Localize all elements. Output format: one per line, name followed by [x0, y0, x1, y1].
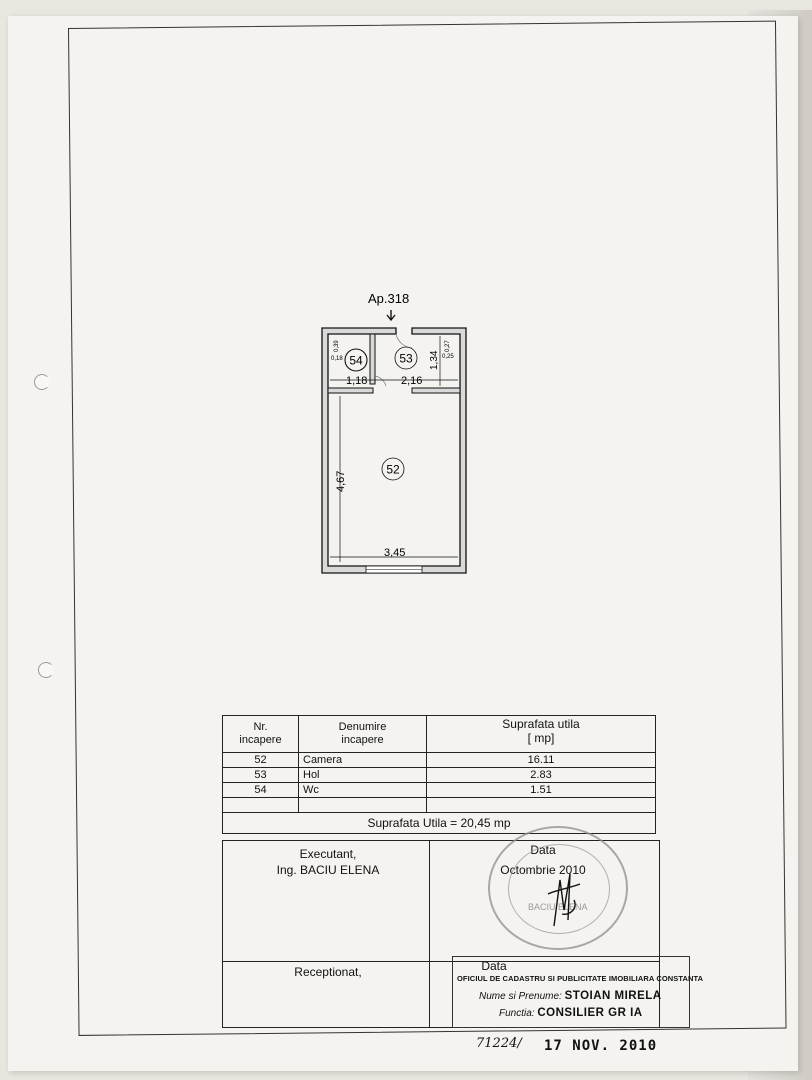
document-page	[8, 16, 798, 1071]
dimension-label: 2,16	[401, 375, 422, 387]
stamp-person-name: STOIAN MIRELA	[564, 990, 662, 1002]
dimension-label: 0,39	[334, 340, 340, 352]
total-row: Suprafata Utila = 20,45 mp	[222, 812, 656, 834]
room-number-53: 53	[399, 352, 413, 366]
partition-wall	[411, 387, 461, 394]
outer-walls	[321, 327, 467, 574]
total-area: Suprafata Utila = 20,45 mp	[222, 812, 656, 834]
room-number-54: 54	[349, 354, 363, 368]
room-marker-53	[394, 346, 418, 370]
date-stamp: 17 NOV. 2010	[544, 1038, 658, 1054]
dimension-label: 3,45	[384, 547, 405, 559]
room-marker-52	[381, 457, 405, 481]
office-stamp: OFICIUL DE CADASTRU SI PUBLICITATE IMOBI…	[452, 956, 703, 1028]
partition-wall	[327, 387, 374, 394]
punch-hole	[38, 662, 54, 678]
executant-label: Executant,	[299, 847, 357, 861]
handwritten-registration-number: 71224/	[476, 1036, 522, 1051]
wc-wall	[369, 333, 376, 385]
table-row: 54 Wc 1.51	[222, 782, 656, 798]
table-empty-row	[222, 797, 656, 813]
office-name: OFICIUL DE CADASTRU SI PUBLICITATE IMOBI…	[457, 974, 704, 983]
dimension-label: 0,27	[445, 340, 451, 352]
signature	[547, 873, 581, 927]
seal-name: BACIU ELENA	[528, 902, 588, 912]
dimension-label: 1,34	[429, 350, 440, 370]
executant-name: Ing. BACIU ELENA	[276, 863, 380, 877]
table-row: 53 Hol 2.83	[222, 767, 656, 783]
dimension-label: 0,18	[331, 356, 343, 362]
entrance-arrow-icon	[386, 310, 396, 322]
dimension-label: 1,18	[346, 375, 367, 387]
floor-plan: Ap.318 54 53 52 1,18 2,16 1,34 4,67 3,45…	[300, 286, 500, 586]
dimension-label: 4,67	[335, 471, 347, 492]
seal-stamp: BACIU ELENA	[488, 826, 628, 950]
data-label-2: Data	[481, 959, 507, 973]
room-number-52: 52	[386, 463, 400, 477]
punch-hole	[34, 374, 50, 390]
room-marker-54	[344, 348, 368, 372]
receptionat-label: Receptionat,	[294, 965, 362, 979]
table-row: 52 Camera 16.11	[222, 752, 656, 768]
dimension-label: 0,25	[442, 354, 454, 360]
door-swing	[374, 375, 387, 387]
door-swing	[395, 333, 413, 349]
header-suprafata: Suprafata utila[ mp]	[426, 715, 656, 753]
stamp-function: CONSILIER GR IA	[537, 1007, 643, 1019]
apartment-title: Ap.318	[368, 291, 409, 306]
header-nr: Nr.incapere	[222, 715, 299, 753]
